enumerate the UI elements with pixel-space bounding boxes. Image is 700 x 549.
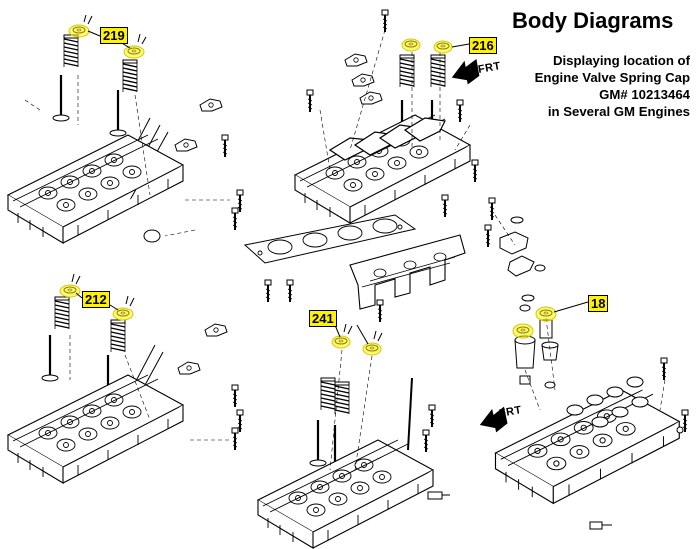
page-title: Body Diagrams [512, 8, 674, 33]
callout-212: 212 [82, 291, 110, 308]
highlight-cap-212b [112, 307, 134, 321]
top-left-view [7, 14, 244, 244]
highlight-cap-219a [68, 24, 90, 38]
callout-241: 241 [309, 310, 337, 327]
highlight-cap-216a [401, 38, 421, 52]
callout-18: 18 [588, 295, 609, 312]
part-number: GM# 10213464 [599, 87, 690, 102]
highlight-cap-219b [123, 45, 145, 59]
subtitle-line-4: in Several GM Engines [547, 104, 690, 119]
highlight-cap-18a [535, 306, 557, 322]
right-view [484, 197, 689, 530]
highlight-cap-216b [433, 40, 453, 54]
top-middle-view [244, 9, 479, 323]
highlight-cap-241a [331, 335, 351, 349]
bottom-middle-view [257, 323, 450, 549]
highlight-cap-241b [362, 342, 382, 356]
callout-219: 219 [100, 27, 128, 44]
frt-arrow-bottom [479, 406, 508, 433]
highlight-cap-18b [512, 323, 534, 339]
middle-left-view [7, 273, 244, 484]
subtitle-line-1: Displaying location of [552, 53, 690, 68]
subtitle-line-2: Engine Valve Spring Cap [534, 70, 690, 85]
callout-216: 216 [469, 37, 497, 54]
frt-arrow-top [451, 59, 480, 85]
highlight-cap-212a [59, 284, 81, 298]
